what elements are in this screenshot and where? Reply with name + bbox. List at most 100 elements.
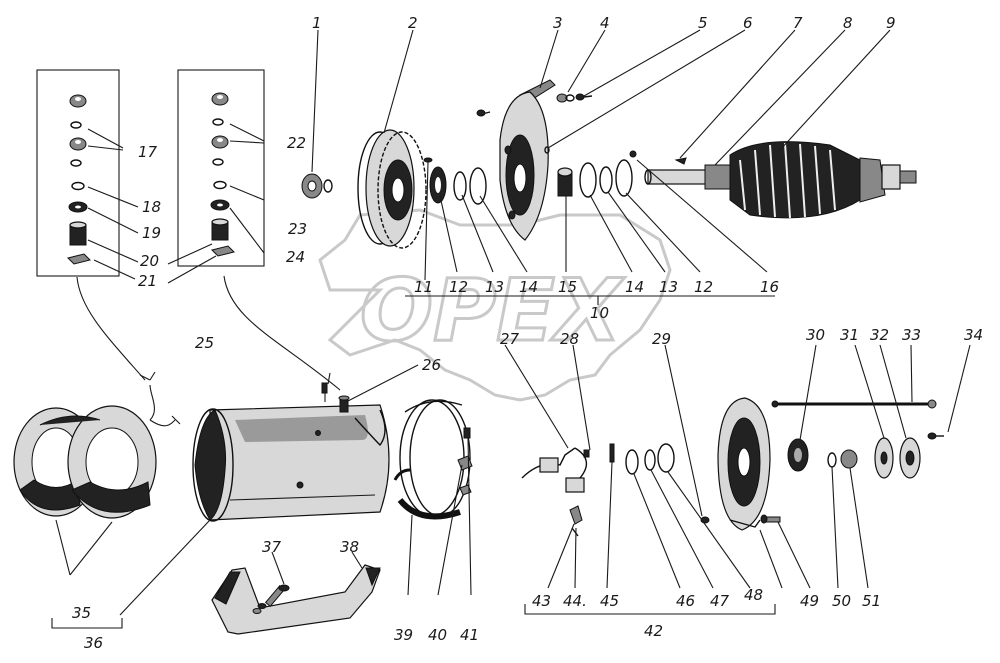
callout-labels: 1 2 3 4 5 6 7 8 9 11 12 13 14 15 14 13 1… [72,14,983,652]
nut-22b [211,135,229,149]
label-48: 48 [744,586,763,604]
label-34: 34 [964,326,983,344]
washer-48 [657,443,675,473]
label-17: 17 [138,143,158,161]
plate-21 [67,253,91,265]
label-13b: 13 [659,278,678,296]
label-50: 50 [832,592,851,610]
bushing-15 [557,167,573,197]
label-15: 15 [558,278,577,296]
label-43: 43 [532,592,551,610]
mounting-bracket [211,564,381,635]
label-21: 21 [138,272,157,290]
cap-31 [874,437,894,479]
brush-assembly [521,443,615,537]
label-47: 47 [710,592,730,610]
label-1: 1 [312,14,322,32]
label-14b: 14 [625,278,644,296]
drive-gear-2 [357,129,427,249]
label-4: 4 [600,14,610,32]
lockwasher-22a [212,118,224,126]
nut-4 [556,93,575,103]
label-32: 32 [870,326,889,344]
washer-46 [625,449,639,475]
armature [644,141,917,219]
washer-11 [423,157,433,163]
motor-housing [192,382,390,522]
label-24: 24 [286,248,305,266]
spring-43-44 [569,505,583,537]
bearing-30 [787,438,809,472]
commutator-end-cover [717,397,771,531]
label-29: 29 [652,330,671,348]
washer-24 [210,199,230,211]
bushing-20 [69,221,87,246]
label-30: 30 [806,326,825,344]
washer-50 [827,452,837,468]
screw-34 [927,432,944,440]
label-45: 45 [600,592,619,610]
label-44: 44. [563,592,587,610]
label-19: 19 [142,224,161,242]
nut-22a [211,92,229,106]
label-46: 46 [676,592,695,610]
label-38: 38 [340,538,359,556]
nut-17b [69,137,87,151]
label-28: 28 [560,330,579,348]
tie-rod-33 [771,399,937,409]
label-33: 33 [902,326,921,344]
label-6: 6 [743,14,753,32]
label-13a: 13 [485,278,504,296]
nut-17a [69,94,87,108]
bolt-25 [321,382,328,402]
label-12a: 12 [449,278,468,296]
watermark-logo: OPEX [318,208,672,402]
label-14a: 14 [519,278,538,296]
label-10: 10 [590,304,609,322]
label-7: 7 [793,14,803,32]
label-20: 20 [140,252,159,270]
washer-19 [68,201,88,213]
label-8: 8 [843,14,853,32]
cover-band [393,399,473,520]
label-18: 18 [142,198,161,216]
label-51: 51 [862,592,881,610]
screw-5 [575,93,593,101]
label-5: 5 [698,14,708,32]
bolt-49 [760,514,781,524]
washer-18 [71,181,85,191]
label-26: 26 [422,356,441,374]
washer-12a [429,166,447,204]
label-3: 3 [553,14,563,32]
label-42: 42 [644,622,663,640]
washer-13b [599,166,613,194]
nut-1 [301,173,333,199]
hardware-panel-left [36,69,139,280]
label-12b: 12 [694,278,713,296]
label-16: 16 [760,278,779,296]
label-22: 22 [287,134,306,152]
label-9: 9 [886,14,896,32]
label-23: 23 [288,220,307,238]
field-coils [13,371,181,519]
label-27: 27 [500,330,520,348]
washer-12b [615,159,633,197]
washer-47 [644,449,656,471]
lockwasher-17a [70,121,82,129]
washer-13a [453,171,467,201]
washer-14b [579,162,597,198]
cap-32 [899,437,921,479]
bolt-37 [252,584,290,614]
plate-21b [211,245,235,257]
washer-14a [469,167,487,205]
label-49: 49 [800,592,819,610]
label-31: 31 [840,326,859,344]
label-37: 37 [262,538,282,556]
band-screw-41 [463,427,471,439]
nut-51 [840,449,858,469]
label-39: 39 [394,626,413,644]
label-11: 11 [414,278,433,296]
label-40: 40 [428,626,447,644]
